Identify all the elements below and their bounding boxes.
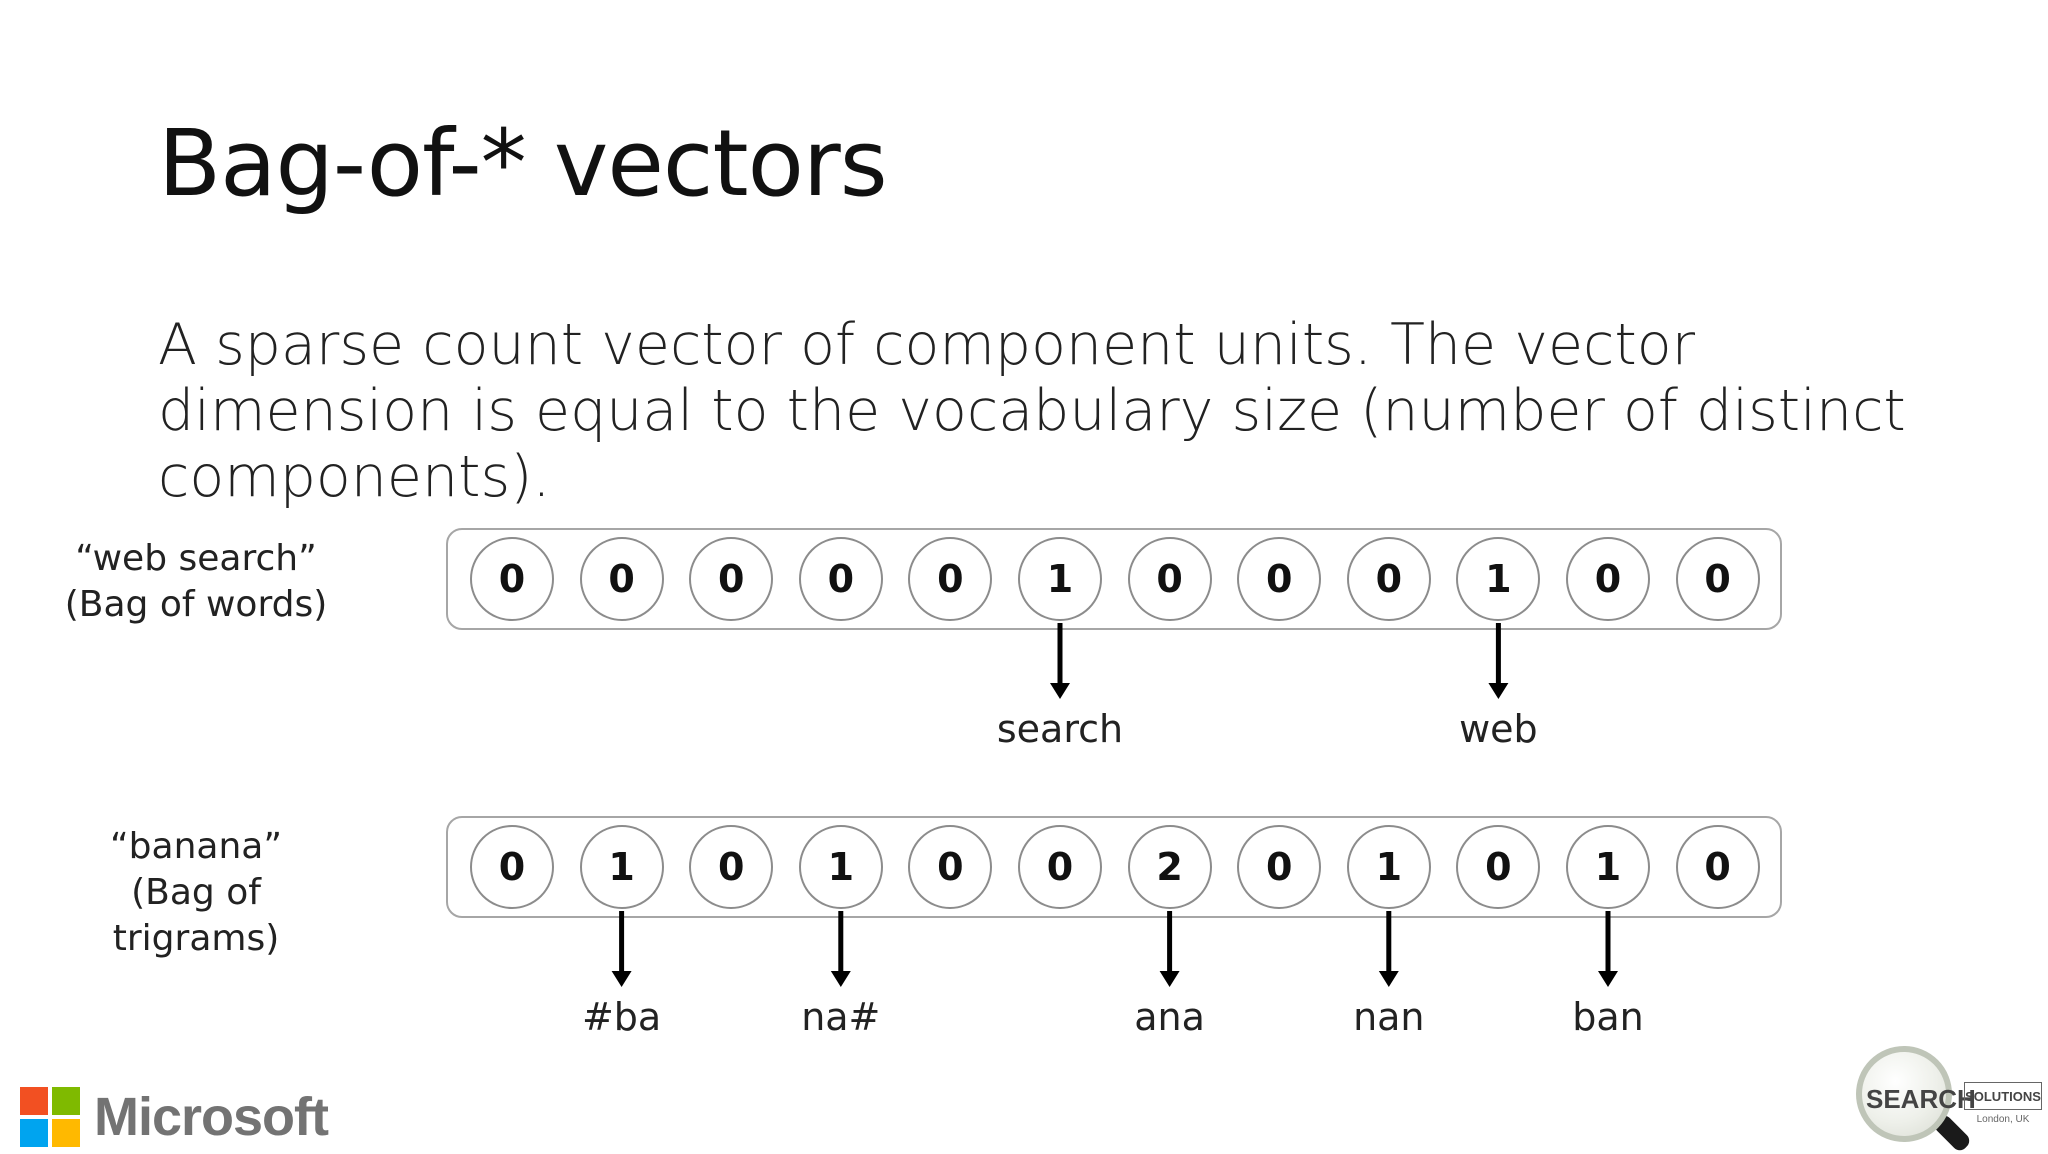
magnifier-glass-icon (1856, 1046, 1952, 1142)
vector-cell: 0 (689, 537, 774, 621)
row-label-type: (Bag of trigrams) (112, 872, 280, 959)
vector-cell: 0 (1675, 537, 1760, 621)
row-label-query: “web search” (75, 538, 317, 579)
vector-cell: 1 (1456, 537, 1541, 621)
search-solutions-location: London, UK (1976, 1114, 2030, 1125)
slide-title: Bag-of-* vectors (158, 110, 888, 217)
arrow-down-icon (611, 971, 632, 987)
vector-cell: 0 (470, 537, 554, 621)
ms-yellow-square (52, 1119, 80, 1147)
arrow-down-icon (1488, 683, 1509, 699)
row-label-type: (Bag of words) (64, 584, 328, 625)
vector-cell: 1 (1566, 825, 1650, 909)
vector-cell: 1 (1346, 825, 1431, 909)
vector-cell: 0 (1566, 537, 1650, 621)
row-label-query: “banana” (110, 826, 282, 867)
vector-cell: 0 (470, 825, 554, 909)
feature-label: ban (1572, 995, 1644, 1039)
row-label-bag-of-words: “web search” (Bag of words) (46, 536, 346, 628)
vector-cell: 0 (1127, 537, 1212, 621)
feature-label: nan (1353, 995, 1425, 1039)
feature-label: ana (1134, 995, 1205, 1039)
feature-label: #ba (581, 995, 662, 1039)
vector-cell: 1 (579, 825, 664, 909)
vector-cell: 1 (1018, 537, 1102, 621)
vector-cell: 0 (1675, 825, 1760, 909)
ms-green-square (52, 1087, 80, 1115)
microsoft-wordmark: Microsoft (94, 1087, 329, 1147)
vector-box (446, 816, 1782, 918)
search-solutions-logo: SEARCH SOLUTIONS London, UK (1840, 1036, 2042, 1154)
vector-cell: 0 (1456, 825, 1541, 909)
search-solutions-main-text: SEARCH (1866, 1084, 1976, 1114)
vector-cell: 0 (908, 825, 993, 909)
vector-cell: 0 (689, 825, 774, 909)
arrow-down-icon (1378, 971, 1399, 987)
arrow-down-icon (1598, 971, 1618, 987)
arrow-down-icon (830, 971, 851, 987)
vector-cell: 1 (798, 825, 883, 909)
vector-box (446, 528, 1782, 630)
vector-cell: 0 (798, 537, 883, 621)
microsoft-windows-icon (20, 1087, 80, 1147)
slide-body-text: A sparse count vector of component units… (158, 312, 1906, 510)
vector-cell: 0 (579, 537, 664, 621)
arrow-down-icon (1159, 971, 1180, 987)
ms-blue-square (20, 1119, 48, 1147)
vector-cell: 0 (1237, 825, 1322, 909)
vector-cell: 0 (1346, 537, 1431, 621)
vector-cell: 2 (1127, 825, 1212, 909)
microsoft-logo: Microsoft (20, 1086, 329, 1148)
arrow-down-icon (1050, 683, 1070, 699)
search-solutions-box-text: SOLUTIONS (1964, 1082, 2042, 1110)
ms-red-square (20, 1087, 48, 1115)
feature-label: na# (801, 995, 881, 1039)
vector-cell: 0 (1018, 825, 1102, 909)
row-label-bag-of-trigrams: “banana” (Bag of trigrams) (46, 824, 346, 962)
vector-cell: 0 (908, 537, 993, 621)
feature-label: web (1459, 707, 1538, 751)
vector-cell: 0 (1237, 537, 1322, 621)
feature-label: search (996, 707, 1124, 751)
